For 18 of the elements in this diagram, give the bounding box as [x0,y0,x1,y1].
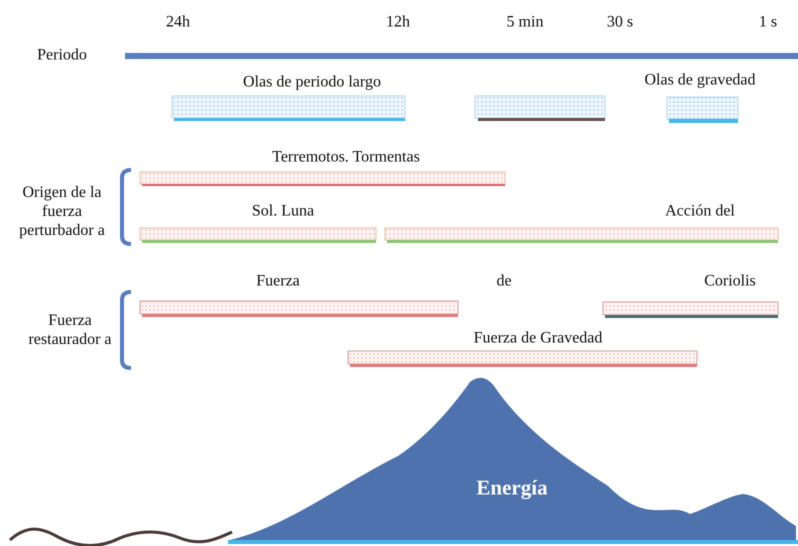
range-label: Sol. Luna [252,201,314,221]
tick-label: 24h [166,12,190,32]
range-label: Fuerza de Gravedad [474,328,602,348]
tick-label: 5 min [506,12,544,32]
row-label: Periodo [37,45,87,65]
tick-label: 12h [386,12,410,32]
tick-label: 30 s [606,12,634,32]
range-label: Fuerza [256,271,300,291]
tick-label: 1 s [758,12,778,32]
range-label: Olas de gravedad [644,70,756,90]
row-label: Fuerza restaurador a [27,310,113,350]
range-label: Coriolis [704,271,756,291]
area-label: Energía [476,476,548,500]
range-label: Acción del [665,201,735,221]
range-label: Olas de periodo largo [243,72,381,92]
range-label: de [496,271,512,291]
row-label: Origen de la fuerza perturbador a [18,183,106,241]
range-label: Terremotos. Tormentas [272,147,420,167]
